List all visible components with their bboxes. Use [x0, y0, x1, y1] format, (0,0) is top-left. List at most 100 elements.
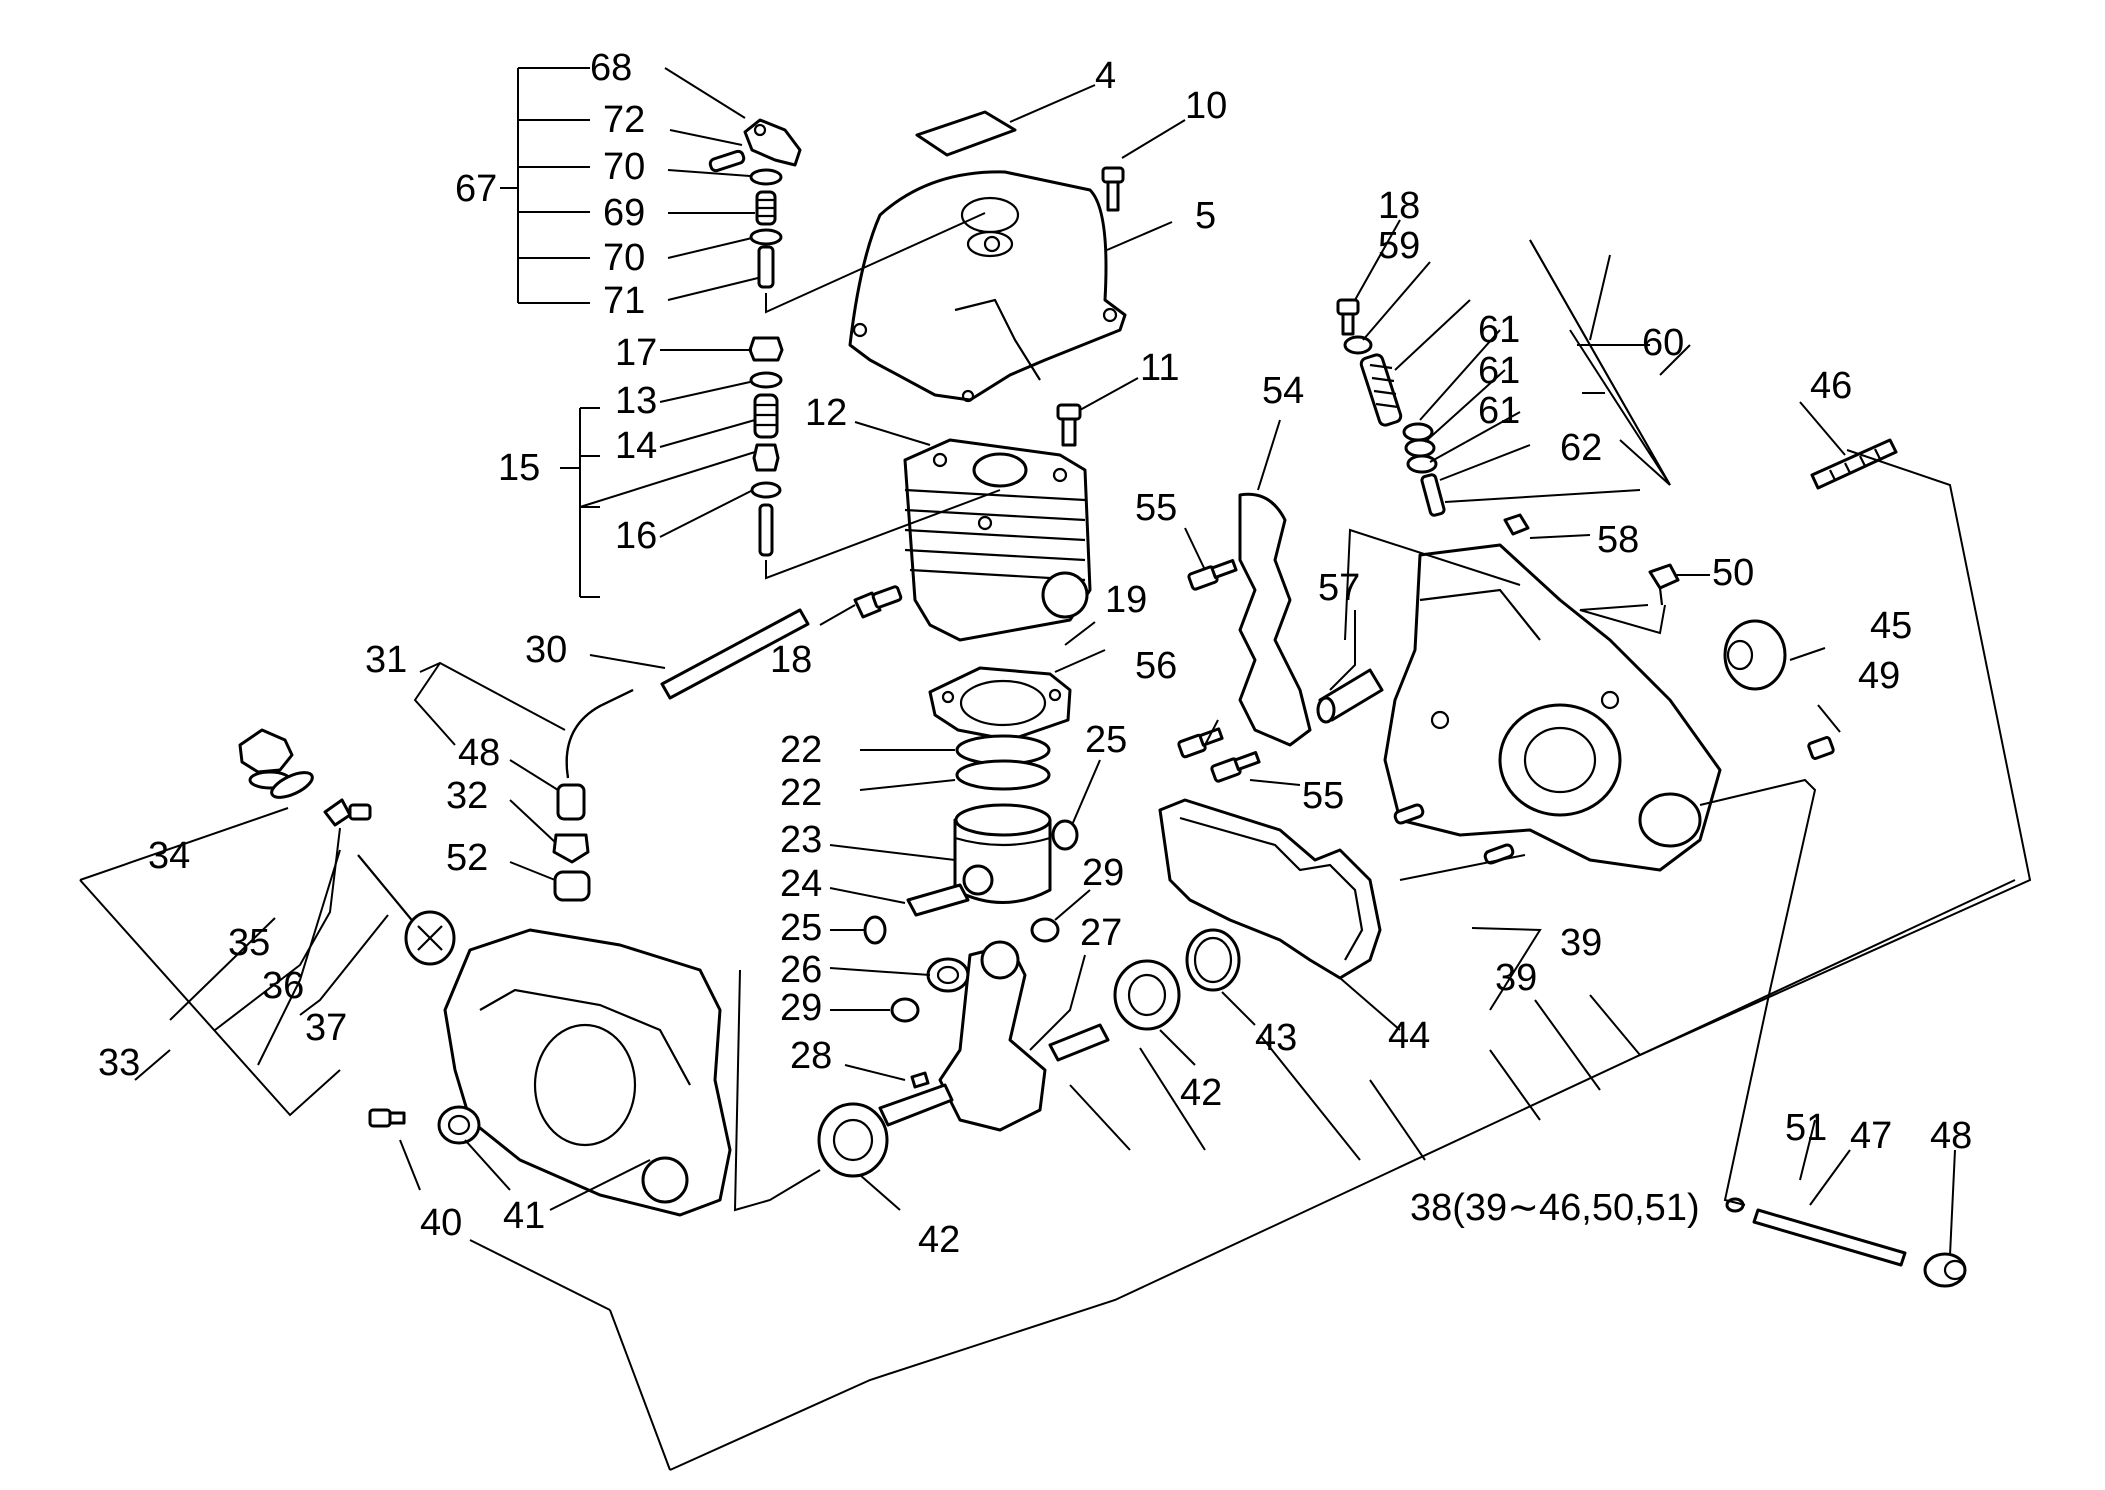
- callout-18-top: 18: [1378, 185, 1420, 227]
- part-ball-bearing-42-right: [1113, 959, 1181, 1031]
- part-hose-31: [565, 689, 634, 779]
- part-grommet-48-right: [1923, 1252, 1967, 1288]
- callout-71: 71: [603, 280, 645, 322]
- part-bolt-11: [1056, 403, 1082, 447]
- callout-57: 57: [1318, 567, 1360, 609]
- callout-50: 50: [1712, 552, 1754, 594]
- part-cylinder-cover: [848, 170, 1127, 403]
- callout-49: 49: [1858, 655, 1900, 697]
- callout-22-top: 22: [780, 729, 822, 771]
- callout-44: 44: [1388, 1015, 1430, 1057]
- part-screw-55-bottom: [1210, 751, 1261, 783]
- callout-68: 68: [590, 47, 632, 89]
- part-piston: [953, 803, 1052, 904]
- part-nut-17: [748, 336, 784, 362]
- part-bolt-10: [1101, 166, 1125, 212]
- part-valve-16: [750, 443, 782, 557]
- part-washer-59: [1343, 335, 1373, 355]
- part-seal-52: [553, 870, 591, 902]
- callout-38: 38(39∼46,50,51): [1410, 1187, 1700, 1229]
- part-valve-71: [757, 245, 775, 289]
- part-valve-50: [1648, 563, 1680, 606]
- callout-5: 5: [1195, 195, 1216, 237]
- part-piston-pin-24: [906, 883, 970, 917]
- callout-35: 35: [228, 922, 270, 964]
- callout-60: 60: [1642, 322, 1684, 364]
- callout-33: 33: [98, 1042, 140, 1084]
- part-crankshaft: [878, 940, 1110, 1132]
- part-piston-rings-22: [955, 734, 1051, 791]
- part-needle-bearing-26: [926, 957, 970, 993]
- callout-48-left: 48: [458, 732, 500, 774]
- part-pipe-47: [1752, 1208, 1907, 1267]
- callout-13: 13: [615, 380, 657, 422]
- callout-19: 19: [1105, 579, 1147, 621]
- callout-37: 37: [305, 1007, 347, 1049]
- part-screw-40: [368, 1108, 406, 1128]
- part-label-sticker: [915, 110, 1017, 157]
- part-screw-55-top: [1187, 559, 1238, 591]
- callout-42-left: 42: [918, 1219, 960, 1261]
- part-ball-bearing-42-left: [817, 1102, 889, 1178]
- callout-70-top: 70: [603, 146, 645, 188]
- part-tube-30: [660, 608, 810, 700]
- callout-56: 56: [1135, 645, 1177, 687]
- callout-23: 23: [780, 819, 822, 861]
- callout-22-bottom: 22: [780, 772, 822, 814]
- leader-lines: [79, 67, 2032, 1471]
- callout-39-left: 39: [1495, 957, 1537, 999]
- callout-4: 4: [1095, 55, 1116, 97]
- part-sleeve-57: [1316, 668, 1384, 724]
- callout-29-left: 29: [780, 987, 822, 1029]
- callout-45: 45: [1870, 605, 1912, 647]
- part-bushing-45: [1723, 619, 1787, 691]
- part-decomp-lever: [743, 118, 802, 167]
- part-cylinder: [903, 438, 1092, 642]
- callout-32: 32: [446, 775, 488, 817]
- callout-36: 36: [262, 965, 304, 1007]
- part-cylinder-gasket: [928, 666, 1072, 742]
- part-key-28: [910, 1071, 930, 1089]
- part-strainer-37: [357, 854, 456, 966]
- callout-62: 62: [1560, 427, 1602, 469]
- callout-40: 40: [420, 1202, 462, 1244]
- part-oring-35: [270, 771, 314, 799]
- callout-24: 24: [780, 863, 822, 905]
- callout-61-c: 61: [1478, 390, 1520, 432]
- callout-30: 30: [525, 629, 567, 671]
- callout-69: 69: [603, 192, 645, 234]
- callout-14: 14: [615, 425, 657, 467]
- callout-46: 46: [1810, 365, 1852, 407]
- part-adjuster-60: [1359, 353, 1403, 427]
- callout-10: 10: [1185, 85, 1227, 127]
- callout-29-right: 29: [1082, 852, 1124, 894]
- part-snap-ring-43: [1185, 928, 1241, 992]
- part-spark-plug-18: [853, 585, 903, 619]
- part-plunger-62: [1420, 473, 1446, 517]
- callout-31: 31: [365, 639, 407, 681]
- callout-25-top: 25: [1085, 719, 1127, 761]
- callout-34: 34: [148, 835, 190, 877]
- part-fitting-32: [552, 833, 590, 864]
- callout-39-right: 39: [1560, 922, 1602, 964]
- callout-70-bottom: 70: [603, 237, 645, 279]
- callout-42-right: 42: [1180, 1072, 1222, 1114]
- part-spring-69: [755, 190, 777, 226]
- callout-28: 28: [790, 1035, 832, 1077]
- callout-51: 51: [1785, 1107, 1827, 1149]
- callout-61-a: 61: [1478, 309, 1520, 351]
- part-chain-guard-54: [1238, 492, 1312, 747]
- callout-59: 59: [1378, 225, 1420, 267]
- part-pin-72: [708, 149, 746, 173]
- part-nut-58: [1503, 513, 1530, 536]
- callout-18-left: 18: [770, 639, 812, 681]
- callout-55-top: 55: [1135, 487, 1177, 529]
- callout-72: 72: [603, 99, 645, 141]
- part-crankcase-left: [443, 928, 732, 1217]
- callout-25-bottom: 25: [780, 907, 822, 949]
- callout-61-b: 61: [1478, 350, 1520, 392]
- part-grommet-48-left: [556, 783, 586, 821]
- callout-58: 58: [1597, 519, 1639, 561]
- part-orings-61: [1402, 422, 1438, 474]
- part-nipple-49: [1807, 736, 1835, 760]
